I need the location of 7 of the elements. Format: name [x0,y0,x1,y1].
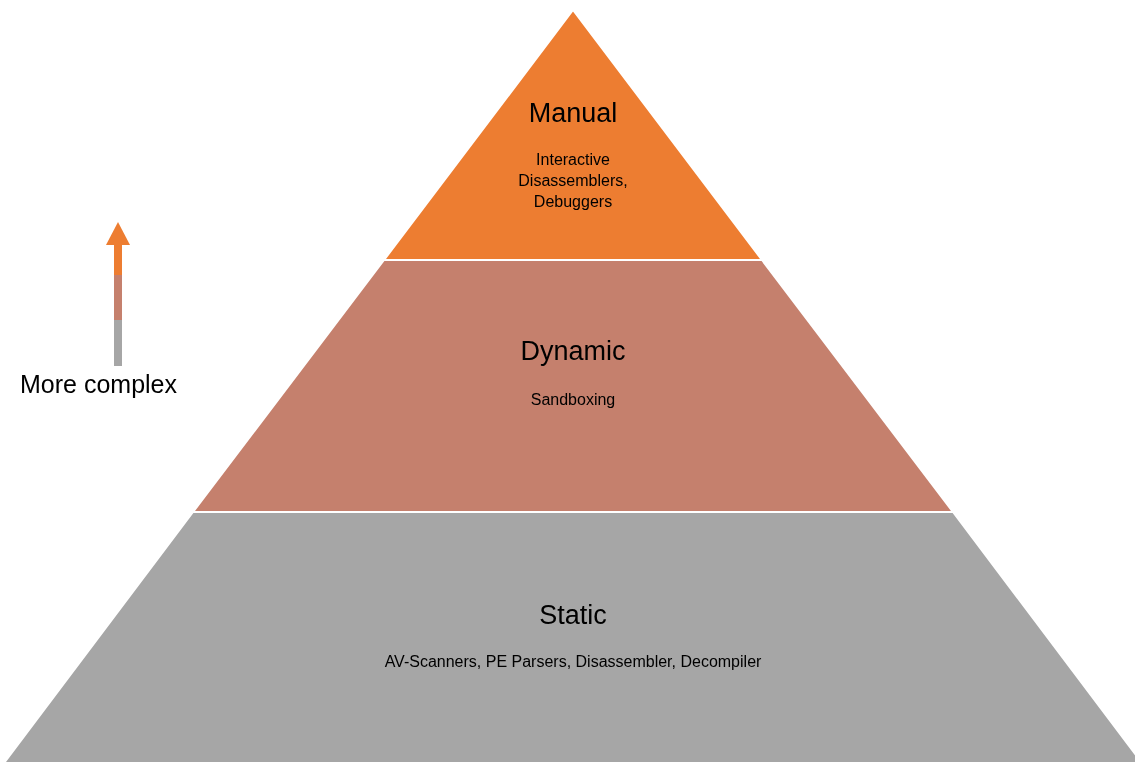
tier-tools-text: Interactive Disassemblers, Debuggers [517,150,629,212]
tier-tools-text: Sandboxing [530,390,616,410]
tier-tools-text: AV-Scanners, PE Parsers, Disassembler, Decompiler [384,652,762,672]
tier-heading: Manual [528,98,618,128]
tier-heading: Dynamic [520,336,626,366]
direction-label: More complex [20,370,177,399]
tier-heading: Static [539,600,607,630]
